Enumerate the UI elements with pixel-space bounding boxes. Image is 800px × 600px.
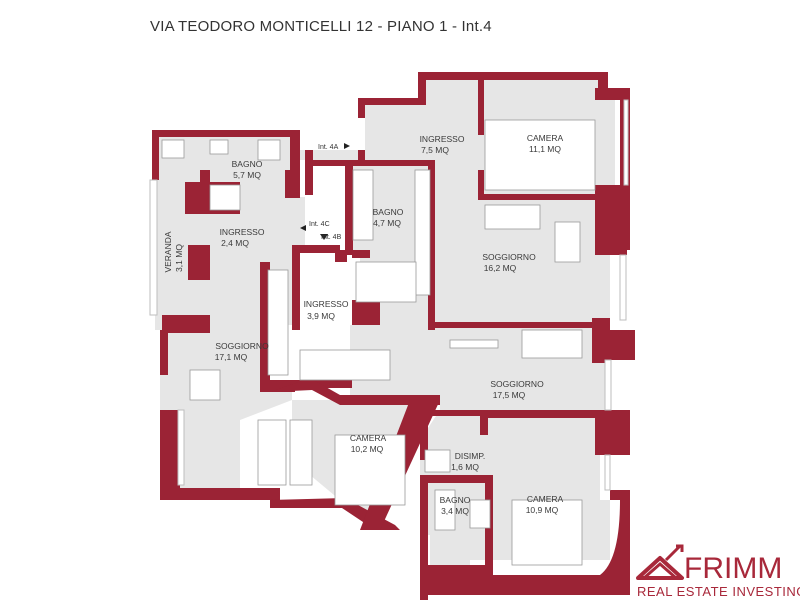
room-area: 3,4 MQ: [441, 506, 469, 516]
frimm-logo: FRIMM REAL ESTATE INVESTING: [636, 544, 800, 599]
room-name: BAGNO: [440, 495, 471, 505]
brand-name: FRIMM: [684, 552, 782, 585]
room-area: 11,1 MQ: [529, 144, 561, 154]
room-area: 3,9 MQ: [307, 311, 335, 321]
room-name: INGRESSO: [220, 227, 265, 237]
room-area: 1,6 MQ: [451, 462, 479, 472]
room-name: SOGGIORNO: [482, 252, 536, 262]
room-name: INGRESSO: [304, 299, 349, 309]
room-name: DISIMP.: [455, 451, 486, 461]
room-name: SOGGIORNO: [490, 379, 544, 389]
room-name: BAGNO: [232, 159, 263, 169]
room-area: 17,5 MQ: [493, 390, 526, 400]
right-arrow-icon: [344, 143, 350, 149]
room-area: 2,4 MQ: [221, 238, 249, 248]
down-arrow-icon: [320, 234, 328, 240]
room-area: 3,1 MQ: [174, 244, 184, 272]
entrance-label: Int. 4A: [318, 144, 339, 151]
room-area: 7,5 MQ: [421, 145, 449, 155]
room-name: CAMERA: [527, 133, 564, 143]
room-area: 16,2 MQ: [484, 263, 517, 273]
room-name: CAMERA: [350, 433, 387, 443]
walls: [152, 72, 635, 600]
room-name: CAMERA: [527, 494, 564, 504]
house-icon: [636, 544, 684, 580]
room-name: BAGNO: [373, 207, 404, 217]
entrance-labels: Int. 4A Int. 4C Int. 4B: [300, 143, 350, 241]
room-name: VERANDA: [163, 231, 173, 272]
plan-title: VIA TEODORO MONTICELLI 12 - PIANO 1 - In…: [150, 18, 492, 35]
entrance-label: Int. 4C: [309, 221, 330, 228]
room-area: 4,7 MQ: [373, 218, 401, 228]
entrance-label: Int. 4B: [321, 234, 342, 241]
room-area: 10,2 MQ: [351, 444, 384, 454]
room-name: INGRESSO: [420, 134, 465, 144]
left-arrow-icon: [300, 225, 306, 231]
furniture: [161, 119, 596, 566]
brand-tagline: REAL ESTATE INVESTING: [637, 584, 800, 599]
room-name: SOGGIORNO: [215, 341, 269, 351]
room-area: 10,9 MQ: [526, 505, 559, 515]
room-labels: BAGNO 5,7 MQ INGRESSO 2,4 MQ VERANDA 3,1…: [163, 133, 564, 516]
room-area: 17,1 MQ: [215, 352, 248, 362]
windows: [149, 99, 629, 491]
room-area: 5,7 MQ: [233, 170, 261, 180]
